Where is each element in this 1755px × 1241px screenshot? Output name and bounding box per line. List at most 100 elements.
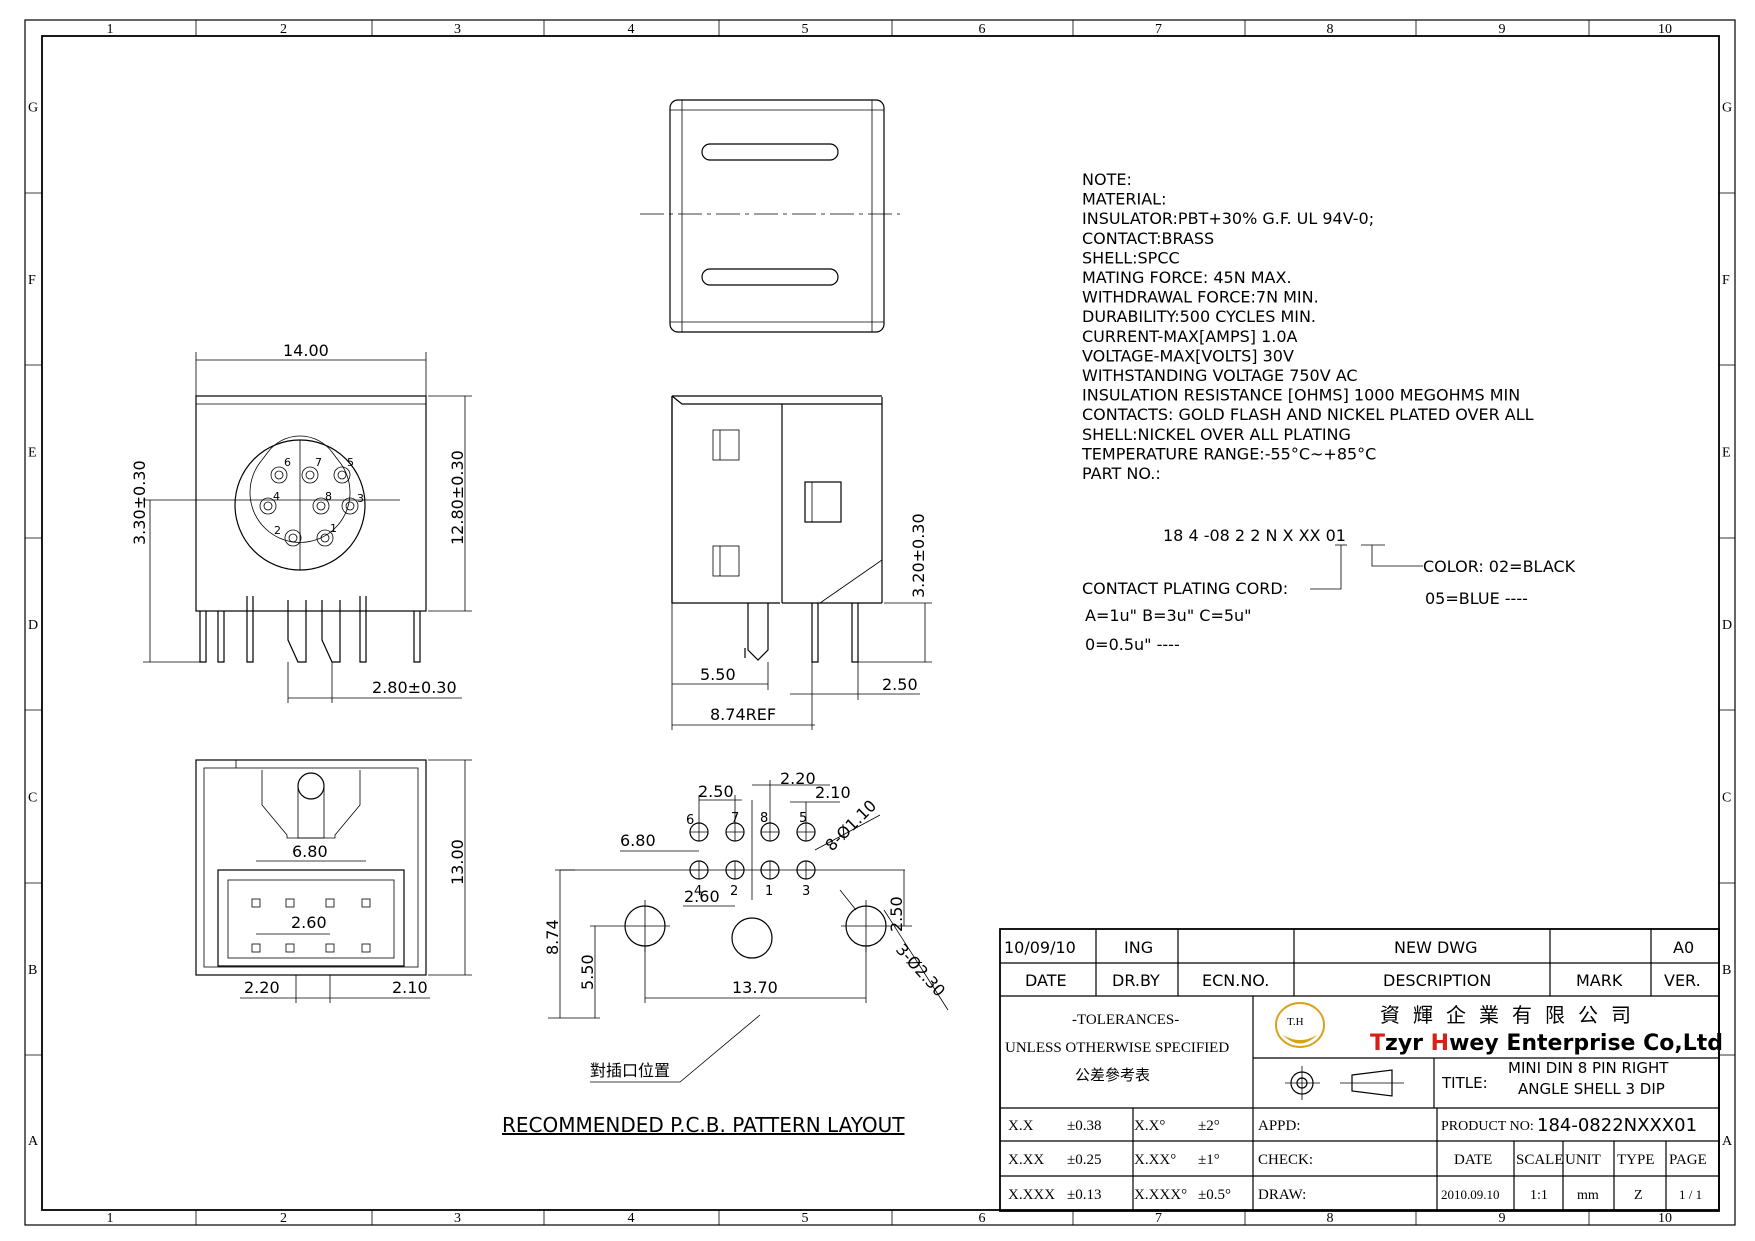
hdr-date: DATE [1025, 971, 1067, 990]
val-date: 2010.09.10 [1441, 1187, 1500, 1202]
column-label-top: 5 [802, 22, 809, 37]
plating-options: A=1u" B=3u" C=5u" [1085, 606, 1252, 625]
val-scale: 1:1 [1530, 1188, 1548, 1203]
dim-pcb-big: 3-Ø2.30 [892, 940, 949, 1000]
company-logo: T.H [1275, 1002, 1325, 1048]
dim-pcb-260: 2.60 [684, 887, 720, 906]
column-label-bottom: 4 [628, 1211, 635, 1226]
hdr-desc: DESCRIPTION [1383, 971, 1491, 990]
tolerance-cell: X.XX [1008, 1152, 1044, 1168]
front-pin-number: 7 [315, 456, 322, 469]
note-line: SHELL:SPCC [1082, 248, 1180, 267]
tolerance-cell: ±0.5° [1198, 1187, 1231, 1203]
row-label-right: F [1722, 273, 1730, 288]
outer-border [24, 19, 1736, 1226]
front-pin-number: 8 [325, 490, 332, 503]
dim-front-offset-label: 3.30±0.30 [130, 460, 149, 545]
tolerance-cell: ±0.38 [1067, 1118, 1101, 1134]
side-view: 3.20±0.30 5.50 2.50 8.74REF [671, 395, 932, 730]
dim-pcb-210: 2.10 [815, 783, 851, 802]
row-label-right: C [1722, 791, 1731, 806]
dim-bottom-w2-label: 2.60 [291, 913, 327, 932]
pcb-pin-number: 3 [802, 884, 810, 899]
row-label-left: B [28, 963, 37, 978]
note-line: TEMPERATURE RANGE:-55°C~+85°C [1081, 444, 1376, 463]
rev-by: ING [1124, 938, 1153, 957]
note-line: WITHDRAWAL FORCE:7N MIN. [1082, 288, 1319, 307]
dim-side-a-label: 5.50 [700, 665, 736, 684]
row-label-left: G [28, 101, 38, 116]
top-view [640, 99, 900, 333]
pcb-layout: 2.20 2.50 2.10 6.80 2.60 8-Ø1.10 2.50 8.… [502, 769, 949, 1137]
tolerance-cell: X.XXX [1008, 1187, 1055, 1203]
notes-block: NOTE:MATERIAL:INSULATOR:PBT+30% G.F. UL … [1081, 170, 1534, 483]
dim-pcb-874: 8.74 [543, 919, 562, 955]
note-line: NOTE: [1082, 170, 1132, 189]
part-code: 18 4 -08 2 2 N X XX 01 [1163, 526, 1346, 545]
column-label-top: 2 [280, 22, 287, 37]
tolerance-cell: X.XXX° [1134, 1187, 1187, 1203]
column-label-top: 1 [107, 22, 114, 37]
column-label-top: 7 [1155, 22, 1162, 37]
val-unit: mm [1577, 1188, 1599, 1203]
title-label: TITLE: [1441, 1074, 1488, 1092]
column-label-bottom: 7 [1155, 1211, 1162, 1226]
tolerance-cell: ±0.13 [1067, 1187, 1101, 1203]
tol-subtitle: UNLESS OTHERWISE SPECIFIED [1005, 1040, 1229, 1056]
row-label-left: F [28, 273, 36, 288]
note-line: CONTACTS: GOLD FLASH AND NICKEL PLATED O… [1082, 405, 1534, 424]
appd-label: APPD: [1258, 1118, 1301, 1134]
row-label-right: B [1722, 963, 1731, 978]
dim-side-ref-label: 8.74REF [710, 705, 776, 724]
row-label-left: E [28, 446, 37, 461]
pcb-pin-number: 1 [765, 884, 773, 899]
column-label-top: 4 [628, 22, 635, 37]
company-cn: 資 輝 企 業 有 限 公 司 [1380, 1004, 1635, 1027]
rev-desc: NEW DWG [1394, 938, 1478, 957]
dim-side-h-label: 3.20±0.30 [909, 513, 928, 598]
note-line: DURABILITY:500 CYCLES MIN. [1082, 307, 1316, 326]
pcb-note: 對插口位置 [590, 1062, 670, 1080]
note-line: WITHSTANDING VOLTAGE 750V AC [1082, 366, 1358, 385]
rev-ver: A0 [1673, 938, 1694, 957]
column-label-bottom: 5 [802, 1211, 809, 1226]
pcb-pin-number: 4 [694, 884, 702, 899]
dim-pcb-220: 2.20 [780, 769, 816, 788]
dim-pcb-1370: 13.70 [732, 978, 778, 997]
dim-front-pin-label: 2.80±0.30 [372, 678, 457, 697]
column-label-top: 6 [979, 22, 986, 37]
hdr-ver: VER. [1664, 971, 1701, 990]
title-block: 10/09/10 ING NEW DWG A0 DATE DR.BY ECN.N… [999, 928, 1723, 1212]
dim-front-height-label: 12.80±0.30 [448, 450, 467, 545]
column-label-bottom: 2 [280, 1211, 287, 1226]
plating-label: CONTACT PLATING CORD: [1082, 579, 1288, 598]
front-pin-number: 2 [274, 524, 281, 537]
tolerance-cell: ±0.25 [1067, 1152, 1101, 1168]
column-label-top: 8 [1327, 22, 1334, 37]
row-label-right: G [1722, 101, 1732, 116]
column-label-bottom: 3 [454, 1211, 461, 1226]
draw-label: DRAW: [1258, 1187, 1306, 1203]
projection-symbol [1285, 1066, 1404, 1100]
dim-front-width-label: 14.00 [283, 341, 329, 360]
hdr-ecn: ECN.NO. [1202, 971, 1269, 990]
dim-bottom-r-label: 2.10 [392, 978, 428, 997]
note-line: SHELL:NICKEL OVER ALL PLATING [1082, 425, 1351, 444]
front-pin-number: 3 [357, 492, 364, 505]
row-label-right: D [1722, 618, 1732, 633]
column-label-bottom: 1 [107, 1211, 114, 1226]
note-line: MATERIAL: [1082, 190, 1166, 209]
product-label: PRODUCT NO: [1441, 1119, 1534, 1134]
pcb-pin-number: 2 [730, 884, 738, 899]
company-en: Tzyr Hwey Enterprise Co,Ltd [1370, 1031, 1723, 1056]
tolerance-cell: ±1° [1198, 1152, 1220, 1168]
plating-half: 0=0.5u" ---- [1085, 635, 1180, 654]
dim-pcb-550: 5.50 [578, 954, 597, 990]
tolerance-cell: X.X [1008, 1118, 1034, 1134]
title-line-2: ANGLE SHELL 3 DIP [1518, 1080, 1665, 1098]
bottom-view: 6.80 2.60 13.00 2.20 2.10 [195, 759, 472, 1003]
